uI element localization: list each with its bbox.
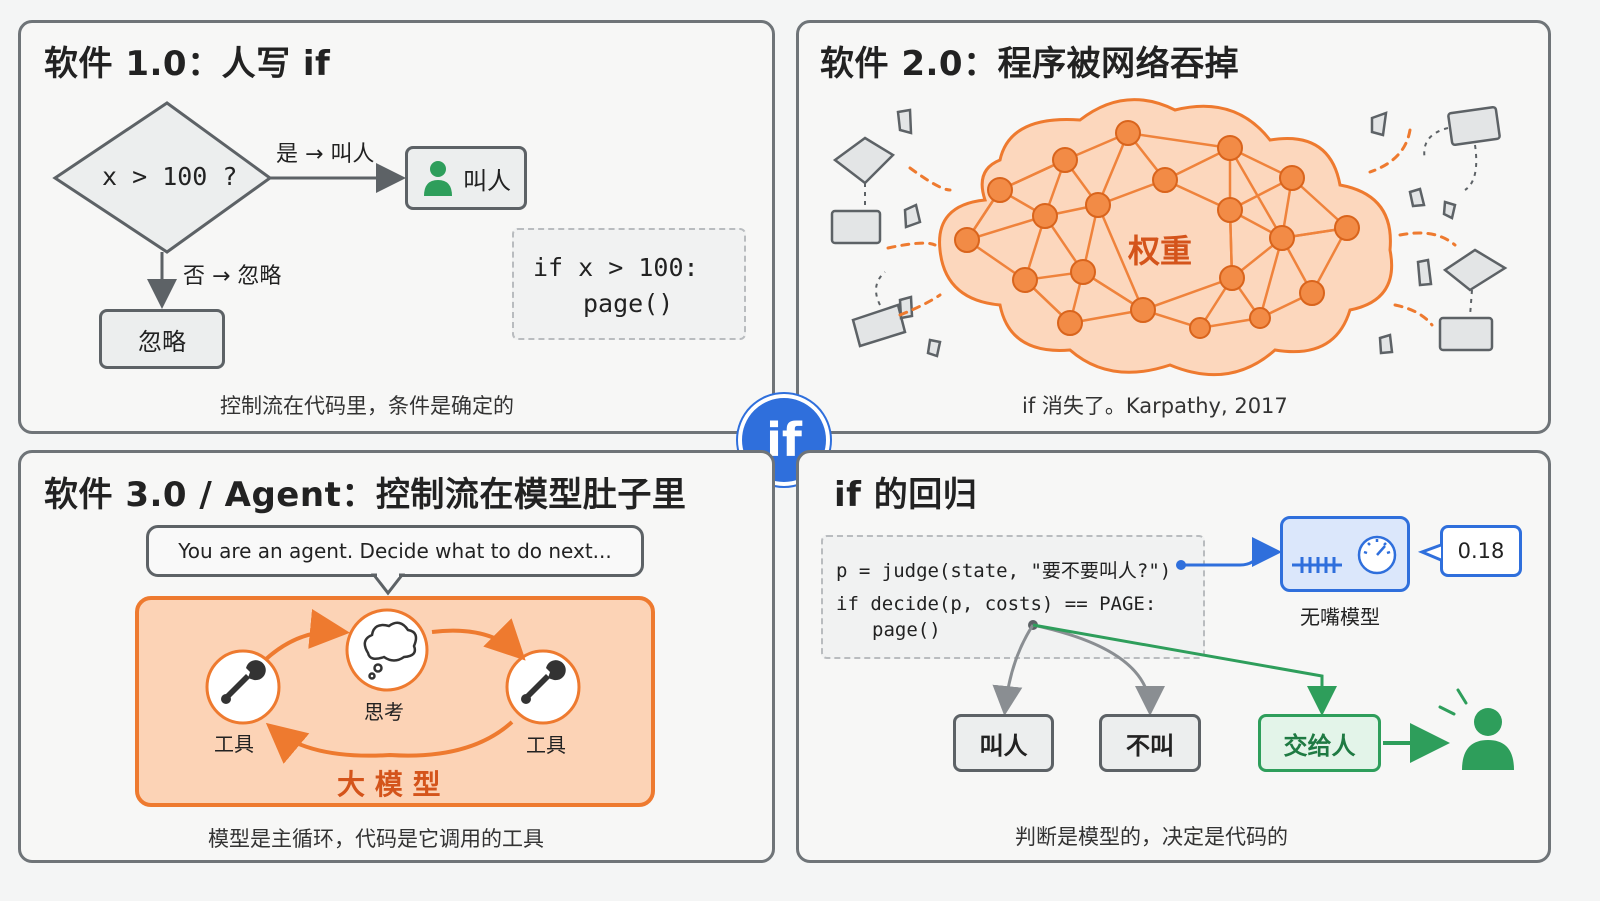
panel-3-title: 软件 3.0 / Agent：控制流在模型肚子里 (44, 475, 687, 515)
panel-1-caption: 控制流在代码里，条件是确定的 (220, 394, 514, 418)
code-line-2: page() (583, 289, 674, 318)
decide-code-line: if decide(p, costs) == PAGE: (836, 593, 1157, 615)
score-value: 0.18 (1457, 539, 1505, 563)
judge-code-line: p = judge(state, "要不要叫人?") (836, 560, 1172, 582)
tool-right-label: 工具 (526, 733, 566, 757)
branch-to-call (992, 624, 1035, 716)
page-code-line: page() (872, 619, 941, 641)
code-line-1: if x > 100: (533, 253, 699, 282)
score-bubble: 0.18 (1440, 525, 1522, 577)
condition-text: x > 100 ? (102, 162, 238, 191)
panel-2-caption: if 消失了。Karpathy, 2017 (1022, 394, 1288, 418)
outcome-call-box: 叫人 (953, 714, 1054, 772)
no-label: 否 → 忽略 (183, 264, 282, 289)
loop-arrow-bottom (265, 720, 514, 764)
panel-4-caption: 判断是模型的，决定是代码的 (1015, 825, 1288, 849)
gauge-icon (1357, 535, 1397, 575)
motion-streaks (886, 128, 1457, 327)
outcome-handoff-box: 交给人 (1258, 714, 1381, 772)
loop-arrow-top-right (431, 618, 526, 661)
code-snippet-4 (821, 535, 1205, 659)
branch-to-handoff (1032, 623, 1337, 716)
thought-cloud-icon (363, 621, 418, 680)
panel-3-caption: 模型是主循环，代码是它调用的工具 (208, 827, 544, 851)
branch-to-nocall (1032, 623, 1165, 716)
panel-1-title: 软件 1.0：人写 if (44, 44, 331, 84)
think-label: 思考 (364, 700, 404, 724)
model-label: 大 模 型 (337, 768, 441, 801)
outcome-nocall-box: 不叫 (1099, 714, 1201, 772)
yes-label: 是 → 叫人 (276, 142, 375, 167)
mouthless-model-box (1280, 516, 1410, 592)
panel-4-title: if 的回归 (834, 475, 978, 515)
decision-diamond (52, 101, 273, 254)
person-icon-green (1462, 708, 1514, 770)
scattered-fragments-left (830, 108, 942, 358)
mouthless-model-label: 无嘴模型 (1300, 605, 1380, 629)
person-icon (424, 161, 452, 196)
call-person-label: 叫人 (463, 166, 511, 195)
tool-left-label: 工具 (214, 732, 254, 756)
wrench-icon-right (521, 660, 566, 704)
weights-label: 权重 (1128, 232, 1193, 270)
alert-rays-icon (1438, 688, 1468, 716)
network-nodes (954, 120, 1360, 339)
code-snippet-1 (512, 228, 746, 340)
score-bubble-tail (1417, 543, 1442, 562)
prompt-text: You are an agent. Decide what to do next… (178, 539, 612, 563)
wrench-icon-left (221, 660, 266, 704)
ignore-box: 忽略 (99, 309, 225, 369)
fragment-dashes (864, 127, 1478, 317)
call-person-box: 叫人 (405, 146, 527, 210)
signal-lines-icon (1292, 557, 1342, 573)
panel-2-title: 软件 2.0：程序被网络吞掉 (820, 44, 1240, 84)
loop-arrow-top-left (263, 609, 350, 662)
scattered-fragments-right (1370, 105, 1508, 355)
judge-to-model-arrow (1181, 537, 1282, 567)
